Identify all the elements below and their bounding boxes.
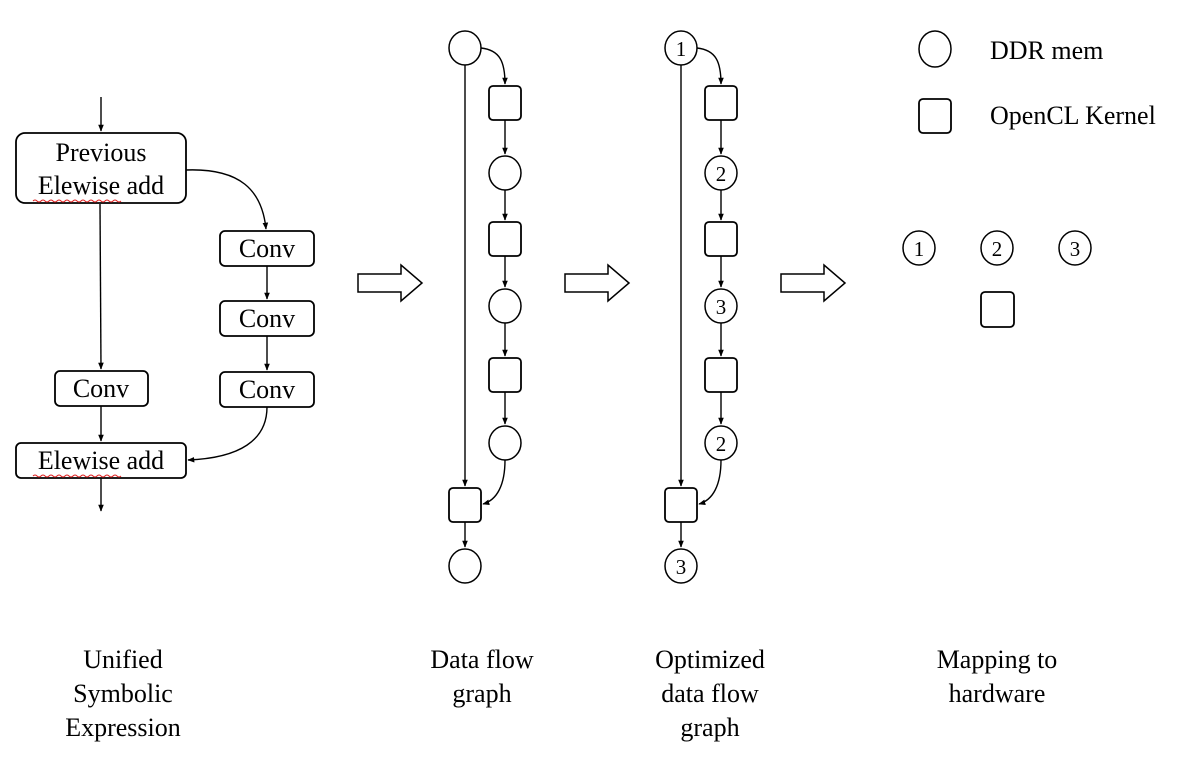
conv-label-d: Conv <box>239 375 295 404</box>
elewise-add-label: Elewise add <box>38 446 164 475</box>
kernel-node <box>488 221 522 257</box>
spellcheck-underline <box>32 199 122 203</box>
symbolic-expression-panel: Previous Elewise add Conv Conv Conv Conv… <box>15 97 315 512</box>
edge-prev-to-conv-b <box>185 169 269 230</box>
caption-optimized-line3: graph <box>680 713 739 742</box>
memory-node <box>488 425 522 461</box>
previous-elewise-add-label-line1: Previous <box>56 138 147 167</box>
edge-mem-to-add-kernel <box>482 459 506 505</box>
hardware-buffer <box>980 230 1014 266</box>
caption-symbolic-line1: Unified <box>83 645 162 674</box>
kernel-node <box>704 85 738 121</box>
memory-node <box>448 30 482 66</box>
previous-elewise-add-box <box>15 132 187 204</box>
legend-kernel-symbol <box>918 98 952 134</box>
legend-kernel-label: OpenCL Kernel <box>990 101 1156 130</box>
previous-elewise-add-label-line2: Elewise add <box>38 171 164 200</box>
kernel-node <box>448 487 482 523</box>
caption-dataflow-line1: Data flow <box>430 645 533 674</box>
kernel-node <box>488 357 522 393</box>
edge-mem-to-add-kernel <box>698 459 722 505</box>
edge-prev-to-conv-a <box>98 203 104 370</box>
buffer-node-label: 3 <box>676 555 687 579</box>
hardware-mapping-panel: 1 2 3 <box>902 230 1092 328</box>
kernel-node <box>704 221 738 257</box>
caption-dataflow-line2: graph <box>452 679 511 708</box>
kernel-node <box>704 357 738 393</box>
caption-mapping-line1: Mapping to <box>937 645 1058 674</box>
conv-label-a: Conv <box>73 374 129 403</box>
kernel-node <box>664 487 698 523</box>
edge-conv-d-to-elewise <box>187 406 268 463</box>
caption-mapping-line2: hardware <box>949 679 1046 708</box>
spellcheck-underline <box>32 474 122 478</box>
legend: DDR mem OpenCL Kernel <box>918 30 1156 134</box>
transition-arrow-2 <box>564 263 631 303</box>
buffer-node-label: 1 <box>676 37 687 61</box>
transition-arrow-3 <box>780 263 847 303</box>
memory-node <box>488 288 522 324</box>
legend-ddr-label: DDR mem <box>990 36 1103 65</box>
buffer-node <box>664 548 698 584</box>
edge-mem-to-kernel <box>696 47 724 85</box>
legend-memory-symbol <box>918 30 952 68</box>
caption-optimized-line1: Optimized <box>655 645 765 674</box>
kernel-node <box>488 85 522 121</box>
caption-optimized-line2: data flow <box>661 679 759 708</box>
caption-symbolic-line2: Symbolic <box>73 679 173 708</box>
conv-label-c: Conv <box>239 304 295 333</box>
buffer-node-label: 3 <box>716 295 727 319</box>
memory-node <box>488 155 522 191</box>
buffer-node-label: 2 <box>716 162 727 186</box>
transition-arrow-1 <box>357 263 424 303</box>
hardware-buffer-label: 3 <box>1070 237 1081 261</box>
hardware-buffer-label: 1 <box>914 237 925 261</box>
conv-label-b: Conv <box>239 234 295 263</box>
optimized-graph-panel: 1 2 3 2 3 <box>664 30 738 584</box>
edge-mem-to-kernel <box>480 47 508 85</box>
hardware-buffer <box>1058 230 1092 266</box>
dataflow-graph-panel <box>448 30 522 584</box>
hardware-kernel <box>980 291 1015 328</box>
memory-node <box>448 548 482 584</box>
buffer-node-label: 2 <box>716 432 727 456</box>
caption-symbolic-line3: Expression <box>65 713 181 742</box>
hardware-buffer <box>902 230 936 266</box>
captions: Unified Symbolic Expression Data flow gr… <box>65 645 1057 742</box>
hardware-buffer-label: 2 <box>992 237 1003 261</box>
